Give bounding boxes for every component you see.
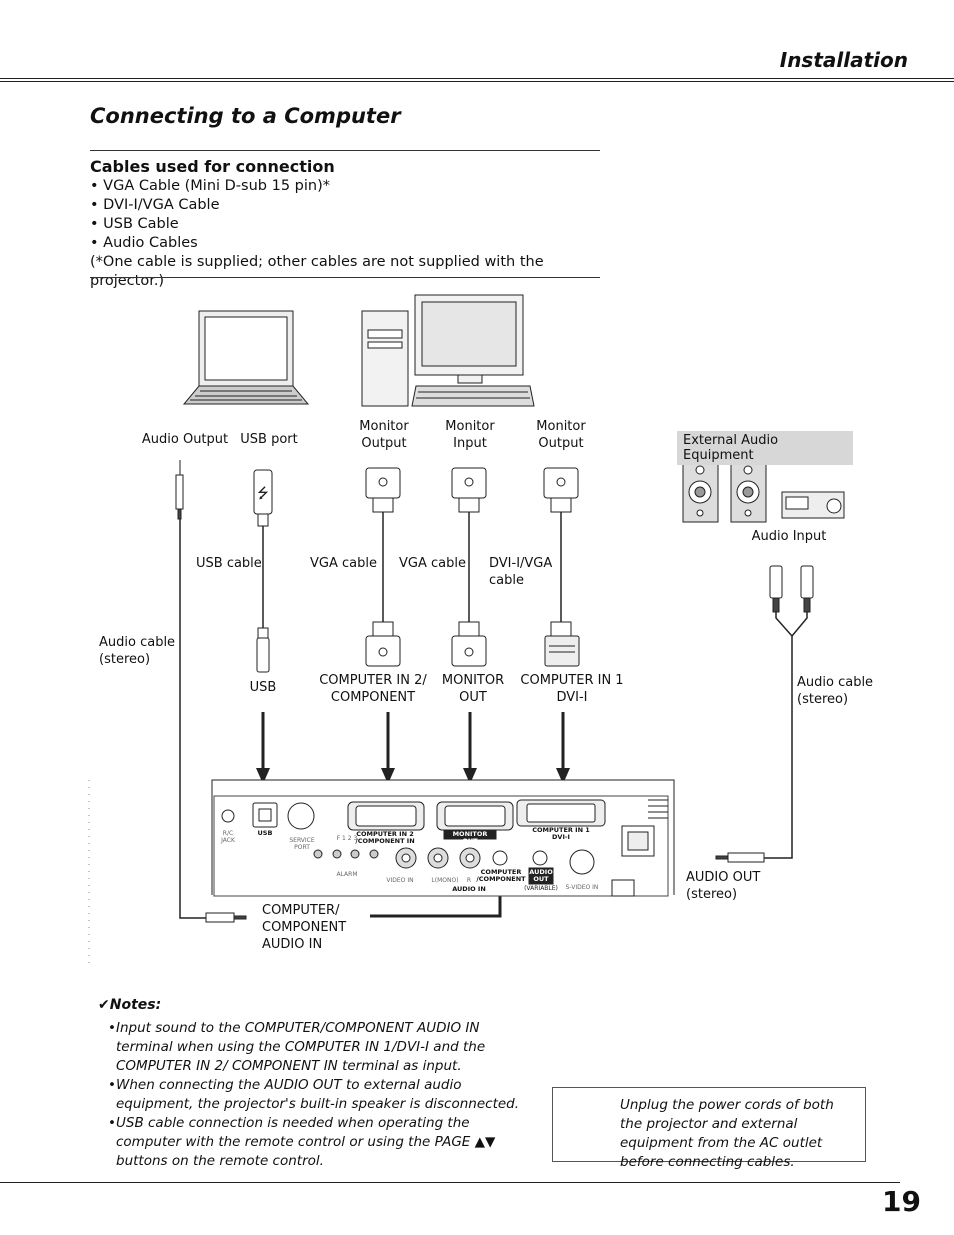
computer-in-1-panel-label: COMPUTER IN 1 DVI-I xyxy=(532,826,590,841)
computer-audio-in-port-name: COMPUTER/ COMPONENT AUDIO IN xyxy=(262,903,347,952)
notes-title: ✔Notes: xyxy=(98,997,162,1013)
alarm-label: ALARM xyxy=(336,871,358,878)
projector-panel xyxy=(211,779,675,897)
warning-text: Unplug the power cords of both the proje… xyxy=(620,1097,834,1170)
audio-out-port-name: AUDIO OUT (stereo) xyxy=(686,870,761,902)
usb-plug-icon: ⭍ xyxy=(253,469,273,527)
desktop-tower-icon xyxy=(361,310,409,407)
dvi-plug-icon xyxy=(544,621,580,667)
monitor-icon xyxy=(411,294,535,407)
vga-plug-icon xyxy=(365,467,401,513)
speaker-icon xyxy=(730,459,767,523)
audio-cable-label: Audio cable (stereo) xyxy=(797,675,874,707)
audio-output-label: Audio Output xyxy=(141,432,229,447)
vga-plug-icon xyxy=(451,621,487,667)
computer-in-2-panel-label: COMPUTER IN 2 /COMPONENT IN xyxy=(355,830,415,845)
audio-plug-icon xyxy=(205,912,247,923)
vga-cable-label: VGA cable xyxy=(310,556,377,571)
usb-cable-label: USB cable xyxy=(196,556,262,571)
dvi-vga-cable-label: DVI-I/VGA cable xyxy=(489,556,553,588)
svg-text:⭍: ⭍ xyxy=(257,486,269,502)
laptop-icon xyxy=(182,310,310,405)
vga-cable-label: VGA cable xyxy=(399,556,466,571)
page-number: 19 xyxy=(882,1185,921,1218)
variable-label: (VARIABLE) xyxy=(524,885,558,892)
audio-plug-icon xyxy=(715,852,765,863)
external-audio-label: External Audio Equipment xyxy=(677,431,853,465)
l-mono-label: L(MONO) xyxy=(431,877,459,884)
page-header-title: Installation xyxy=(779,48,908,72)
video-in-label: VIDEO IN xyxy=(386,877,414,884)
audio-plug-icon xyxy=(175,460,184,520)
monitor-out-port-name: MONITOR OUT xyxy=(441,673,505,705)
s-video-in-label: S-VIDEO IN xyxy=(565,884,599,891)
monitor-output-label: Monitor Output xyxy=(536,419,586,451)
note-item: Input sound to the COMPUTER/COMPONENT AU… xyxy=(116,1020,486,1074)
r-label: R xyxy=(466,877,472,884)
monitor-out-panel-label: MONITOR OUT xyxy=(452,830,488,845)
divider xyxy=(90,277,600,278)
speaker-icon xyxy=(682,459,719,523)
receiver-icon xyxy=(781,491,845,519)
list-item: • VGA Cable (Mini D-sub 15 pin)* xyxy=(90,178,330,194)
computer-in-1-port-name: COMPUTER IN 1 DVI-I xyxy=(520,673,624,705)
monitor-output-label: Monitor Output xyxy=(359,419,409,451)
usb-mini-plug-icon xyxy=(256,627,270,673)
alarm-numbers-label: F 1 2 3 xyxy=(336,835,358,842)
rca-plug-icon xyxy=(769,565,814,613)
footer-divider xyxy=(0,1182,900,1183)
cables-title: Cables used for connection xyxy=(90,157,335,176)
audio-out-panel-label: AUDIO OUT xyxy=(529,868,553,883)
audio-cable-label: Audio cable (stereo) xyxy=(99,635,176,667)
section-title: Connecting to a Computer xyxy=(90,104,401,128)
usb-panel-label: USB xyxy=(257,829,273,837)
audio-in-panel-label: AUDIO IN xyxy=(452,885,486,893)
usb-port-label: USB port xyxy=(240,432,298,447)
note-item: When connecting the AUDIO OUT to externa… xyxy=(116,1077,520,1112)
note-item: USB cable connection is needed when oper… xyxy=(116,1115,496,1169)
computer-component-panel-label: COMPUTER /COMPONENT xyxy=(476,868,526,883)
audio-input-label: Audio Input xyxy=(751,529,827,544)
list-item: • USB Cable xyxy=(90,216,179,232)
computer-in-2-port-name: COMPUTER IN 2/ COMPONENT xyxy=(319,673,427,705)
list-item: • DVI-I/VGA Cable xyxy=(90,197,220,213)
service-port-label: SERVICE PORT xyxy=(289,837,315,851)
rc-jack-label: R/C JACK xyxy=(221,830,235,844)
cables-list: • VGA Cable (Mini D-sub 15 pin)* • DVI-I… xyxy=(90,177,620,291)
vga-plug-icon xyxy=(451,467,487,513)
warning-box xyxy=(552,1087,866,1162)
monitor-input-label: Monitor Input xyxy=(445,419,495,451)
divider xyxy=(90,150,600,151)
usb-port-name: USB xyxy=(249,680,277,695)
vga-plug-icon xyxy=(365,621,401,667)
list-item: • Audio Cables xyxy=(90,235,198,251)
vga-plug-icon xyxy=(543,467,579,513)
notes-title-text: Notes: xyxy=(109,997,162,1013)
